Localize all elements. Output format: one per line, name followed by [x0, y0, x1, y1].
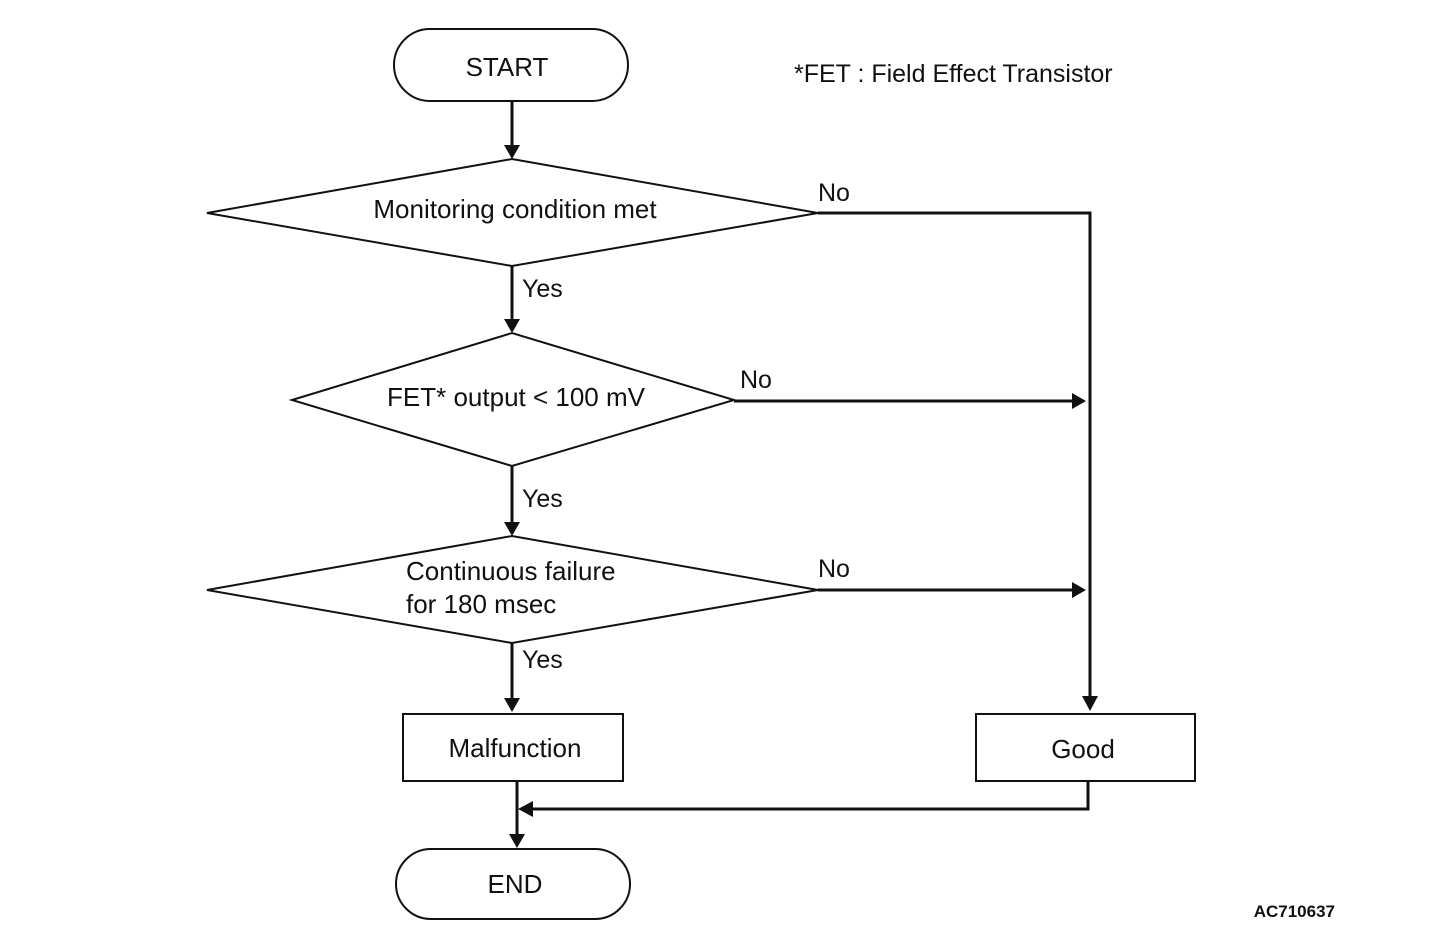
continuous-failure-label-line2: for 180 msec [406, 589, 556, 619]
continuous-yes-label: Yes [522, 646, 563, 674]
continuous-no-label: No [818, 555, 850, 583]
arrowhead-malfunction [504, 698, 520, 712]
arrowhead-monitoring [504, 145, 520, 159]
fet-output-label: FET* output < 100 mV [387, 382, 646, 412]
continuous-failure-label-line1: Continuous failure [406, 556, 616, 586]
fet-no-label: No [740, 366, 772, 394]
connector-monitoring-no [818, 211, 1092, 697]
end-terminal [395, 848, 631, 920]
start-label: START [466, 52, 549, 82]
malfunction-label: Malfunction [449, 733, 582, 763]
good-box [975, 713, 1196, 782]
good-label: Good [1051, 734, 1115, 764]
monitoring-label: Monitoring condition met [373, 194, 657, 224]
malfunction-box [402, 713, 624, 782]
monitoring-yes-label: Yes [522, 275, 563, 303]
arrowhead-fet-no [1072, 393, 1086, 409]
monitoring-no-label: No [818, 179, 850, 207]
fet-yes-label: Yes [522, 485, 563, 513]
end-label: END [488, 869, 543, 899]
arrowhead-continuous-no [1072, 582, 1086, 598]
figure-id: AC710637 [1254, 902, 1335, 921]
arrowhead-continuous [504, 522, 520, 536]
fet-footnote: *FET : Field Effect Transistor [794, 60, 1113, 88]
arrowhead-fet [504, 319, 520, 333]
arrowhead-good [1082, 696, 1098, 711]
arrowhead-end [509, 834, 525, 848]
arrowhead-merge [518, 801, 533, 817]
connector-good-return [532, 781, 1090, 811]
